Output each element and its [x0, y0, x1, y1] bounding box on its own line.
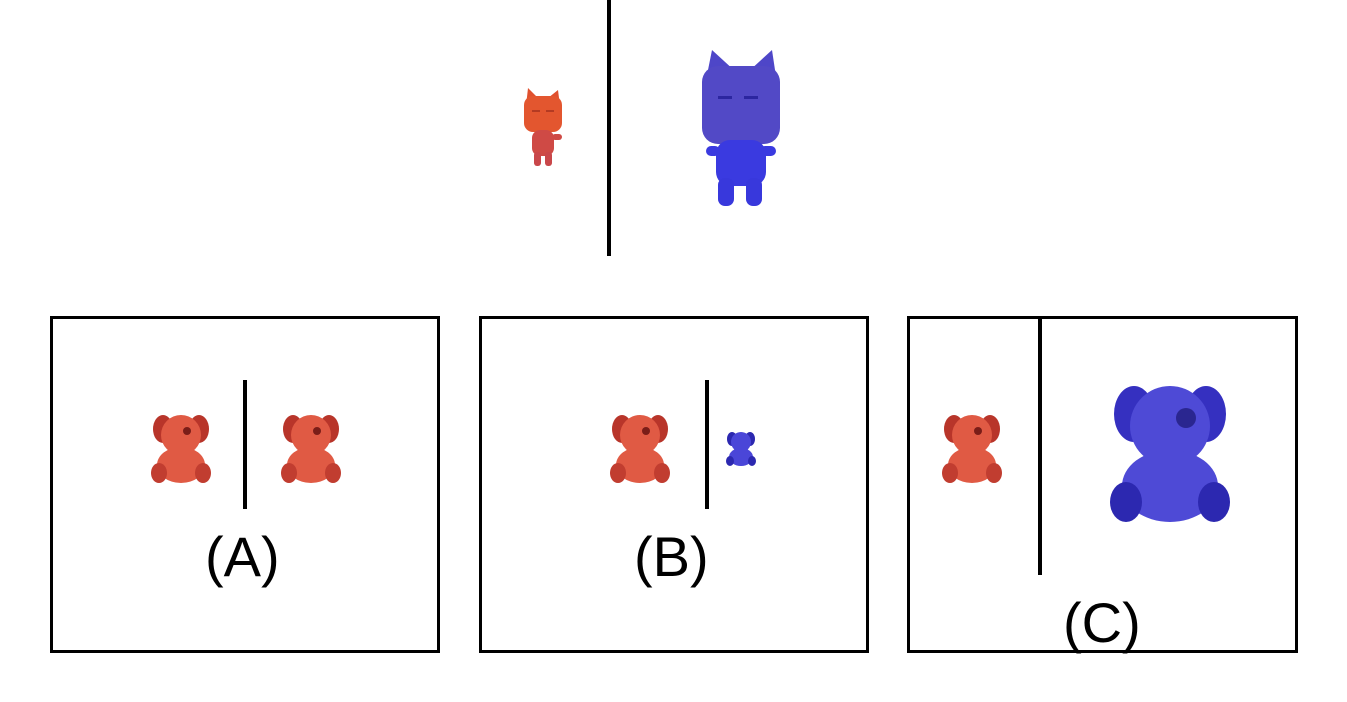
- option-b-label: (B): [634, 525, 709, 588]
- red-teddy-icon: [610, 415, 670, 483]
- red-cat-toy-icon: [524, 88, 562, 166]
- option-b-divider: [705, 380, 709, 509]
- option-a-label: (A): [205, 525, 280, 588]
- example-divider: [607, 0, 611, 256]
- option-c-label: (C): [1063, 591, 1141, 654]
- blue-teddy-icon: [726, 432, 756, 466]
- blue-teddy-icon: [1110, 386, 1230, 522]
- red-teddy-icon: [942, 415, 1002, 483]
- option-a-panel[interactable]: (A): [50, 316, 440, 653]
- option-c-panel[interactable]: (C): [907, 316, 1298, 653]
- red-teddy-icon: [151, 415, 211, 483]
- option-a-divider: [243, 380, 247, 509]
- option-b-panel[interactable]: (B): [479, 316, 869, 653]
- blue-cat-toy-icon: [702, 50, 780, 206]
- red-teddy-icon: [281, 415, 341, 483]
- option-c-divider: [1038, 319, 1042, 575]
